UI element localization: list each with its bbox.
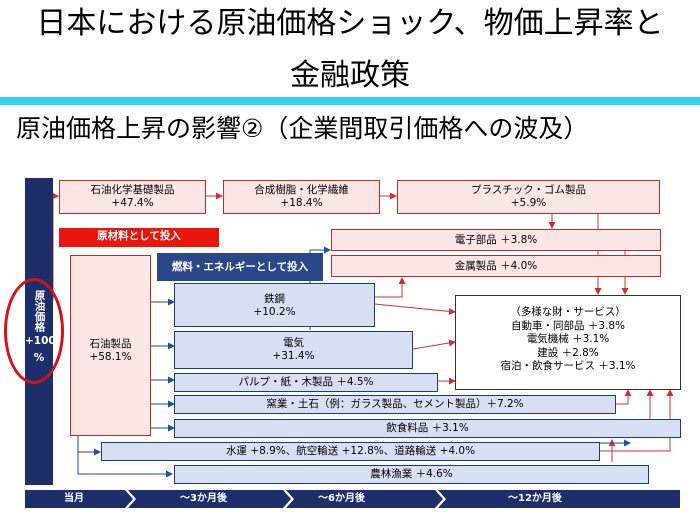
node-value: +58.1% [89, 351, 132, 363]
goods-item: 自動車・同部品 ＋3.8% [510, 319, 625, 332]
node-label: 電気 [283, 337, 304, 349]
arrow-petro-transport [77, 436, 101, 456]
arrow-petro-agri [77, 452, 173, 478]
node-value: +5.9% [510, 197, 547, 209]
node-goods-services: （多様な財・サービス） 自動車・同部品 ＋3.8% 電気機械 ＋3.1% 建設 … [455, 295, 681, 390]
node-ceramics: 窯業・土石（例：ガラス製品、セメント製品）＋7.2% [174, 395, 616, 414]
highlight-ellipse [4, 278, 64, 384]
node-electronic-parts: 電子部品 ＋3.8% [331, 229, 661, 251]
arrow-elec-goods2 [412, 339, 456, 350]
label-fuel-energy: 燃料・エネルギーとして投入 [157, 253, 323, 281]
node-food: 飲食料品 ＋3.1% [174, 419, 681, 438]
node-label: 合成樹脂・化学繊維 [254, 184, 349, 196]
timeline-label-6m: ～6か月後 [318, 493, 365, 504]
node-transport: 水運 +8.9%、航空輸送 +12.8%、道路輸送 +4.0% [101, 442, 600, 461]
node-electricity: 電気 +31.4% [174, 331, 413, 369]
goods-item: 電気機械 ＋3.1% [526, 333, 610, 345]
node-steel: 鉄鋼 +10.2% [174, 283, 375, 327]
arrow-transport-goods [600, 389, 674, 452]
goods-item: 建設 ＋2.8% [537, 346, 599, 359]
node-synthetic-resin: 合成樹脂・化学繊維 +18.4% [223, 180, 380, 214]
node-label: 石油製品 [89, 338, 132, 350]
node-value: +10.2% [253, 306, 296, 318]
arrow-ceramics-goods [616, 389, 632, 405]
node-value: +47.4% [111, 197, 154, 209]
timeline-bar [25, 490, 680, 508]
arrow-steel-metal [375, 277, 406, 298]
goods-heading: （多様な財・サービス） [510, 306, 626, 318]
slide-subtitle: 原油価格上昇の影響②（企業間取引価格への波及） [16, 114, 589, 143]
goods-item: 宿泊・飲食サービス ＋3.1% [500, 360, 636, 372]
timeline-label-12m: ～12か月後 [508, 493, 562, 504]
node-agri: 農林漁業 ＋4.6% [174, 465, 649, 484]
arrow-crude-petrochem [52, 192, 59, 300]
node-value: +18.4% [280, 197, 323, 209]
timeline-label-month0: 当月 [64, 493, 84, 504]
node-value: +31.4% [272, 350, 315, 362]
node-pulp: パルプ・紙・木製品 ＋4.5% [174, 373, 438, 392]
node-plastic-rubber: プラスチック・ゴム製品 +5.9% [397, 180, 660, 214]
slide-title-line1: 日本における原油価格ショック、物価上昇率と [36, 6, 664, 41]
node-petroleum: 石油製品 +58.1% [70, 255, 151, 436]
timeline-label-3m: ～3か月後 [180, 493, 227, 504]
node-label: プラスチック・ゴム製品 [470, 184, 587, 196]
slide-title-line2: 金融政策 [290, 58, 410, 93]
node-label: 鉄鋼 [264, 293, 285, 305]
node-petrochem-basic: 石油化学基礎製品 +47.4% [59, 180, 206, 214]
node-metal-products: 金属製品 ＋4.0% [331, 255, 661, 277]
label-raw-material: 原材料として投入 [59, 228, 219, 247]
node-label: 石油化学基礎製品 [90, 184, 175, 196]
arrow-steel-goods [374, 303, 456, 315]
title-divider [0, 97, 700, 105]
